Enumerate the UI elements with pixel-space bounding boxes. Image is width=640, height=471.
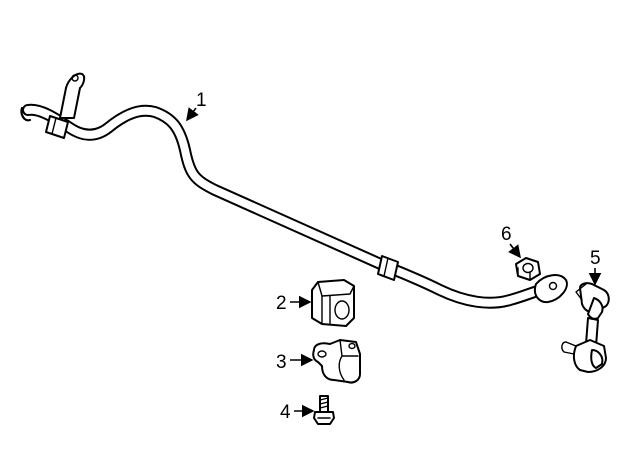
callout-label: 4 [280,402,291,423]
callout-label: 1 [196,90,207,111]
callout-2: 2 [276,293,312,314]
callout-6: 6 [501,224,521,259]
callout-4: 4 [280,402,315,423]
nut [515,257,541,281]
bolt [313,395,335,425]
callout-3: 3 [276,352,314,373]
callout-label: 3 [276,352,287,373]
callout-label: 2 [276,293,287,314]
callout-label: 6 [501,224,512,245]
callout-5: 5 [588,248,602,286]
bushing [311,279,355,327]
stabilizer-bar [20,72,568,309]
callout-label: 5 [590,248,601,269]
callout-1: 1 [186,90,207,122]
bushing-bracket [312,339,361,384]
stabilizer-link [561,282,610,373]
